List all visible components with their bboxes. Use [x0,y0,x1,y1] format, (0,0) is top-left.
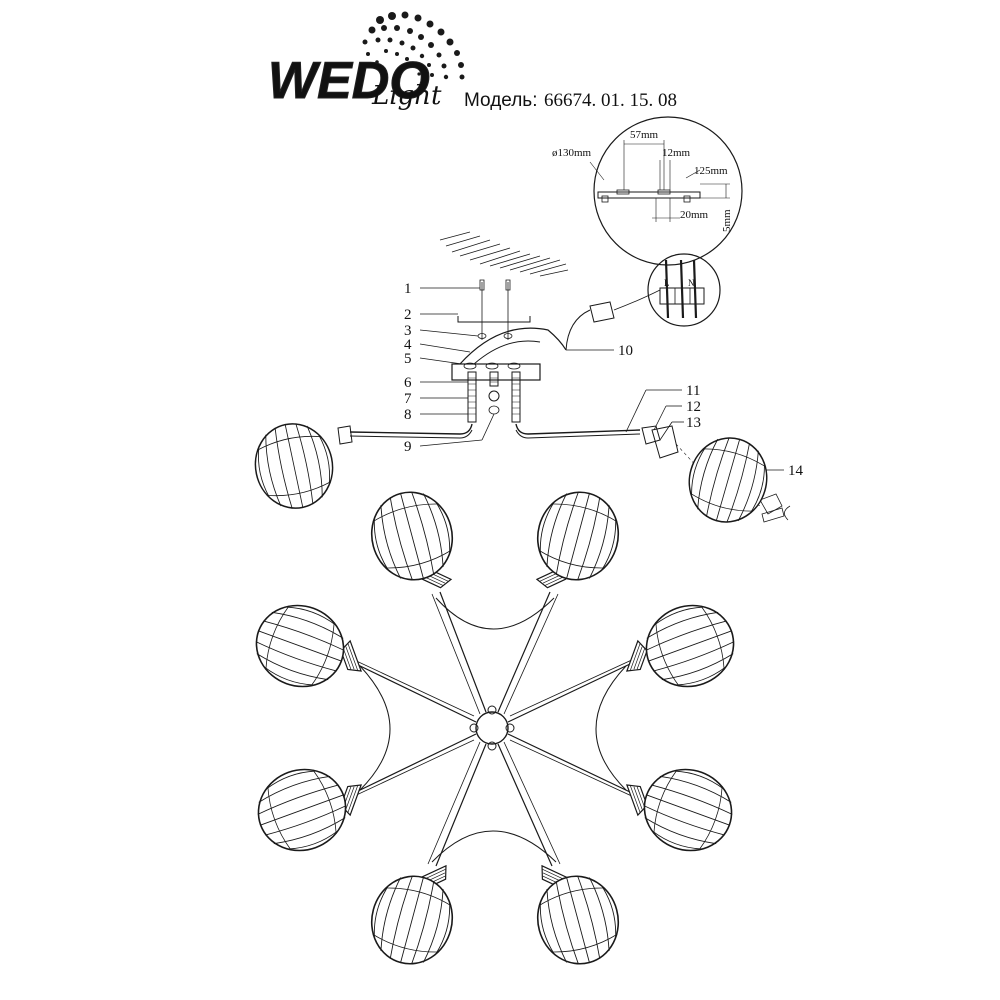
part-number-2: 2 [404,307,412,323]
ceiling-hatch [439,231,569,277]
globe-shade [527,482,629,590]
globe-shade [361,482,463,590]
part-number-8: 8 [404,407,412,423]
part-number-12: 12 [686,399,701,415]
globe-shade [527,866,629,974]
part-number-3: 3 [404,323,412,339]
model-number: 66674. 01. 15. 08 [544,90,677,111]
part-number-labels: 1 2 3 4 5 6 7 8 9 10 11 12 13 14 [404,281,804,479]
dim-thickness: 5mm [721,209,733,232]
globe-shade [634,592,746,700]
brand-logo: WEDO Light [268,11,465,111]
terminal-detail-circle [647,253,721,327]
part-number-13: 13 [686,415,701,431]
part-number-4: 4 [404,337,412,353]
part-number-6: 6 [404,375,412,391]
terminal-neutral-label: N [688,278,695,288]
dim-diameter: ø130mm [552,147,592,159]
dim-slot: 12mm [662,147,691,159]
model-label: Модель: [464,90,537,111]
logo-dot-swirl-icon [362,11,465,80]
terminal-live-label: L [664,278,670,288]
part-number-14: 14 [788,463,804,479]
globe-shade [246,756,358,864]
bracket-detail-circle [589,116,743,266]
globe-shade [244,592,356,700]
right-globe-shade [678,428,778,532]
part-number-1: 1 [404,281,412,297]
part-number-11: 11 [686,383,700,399]
brand-name: WEDO [268,52,430,110]
part-number-7: 7 [404,391,412,407]
globe-shade [361,866,463,974]
top-view-globes [244,482,746,974]
dim-spacing: 57mm [630,129,659,141]
brand-subtitle: Light [371,81,442,111]
top-view-collars [338,565,650,891]
left-globe-shade [246,415,342,517]
top-view-chandelier [349,591,637,867]
part-number-9: 9 [404,439,412,455]
leader-lines [419,287,784,471]
part-number-10: 10 [618,343,633,359]
exploded-assembly [337,279,791,523]
part-number-5: 5 [404,351,412,367]
dim-width: 125mm [694,165,728,177]
globe-shade [632,756,744,864]
dim-depth: 20mm [680,209,709,221]
